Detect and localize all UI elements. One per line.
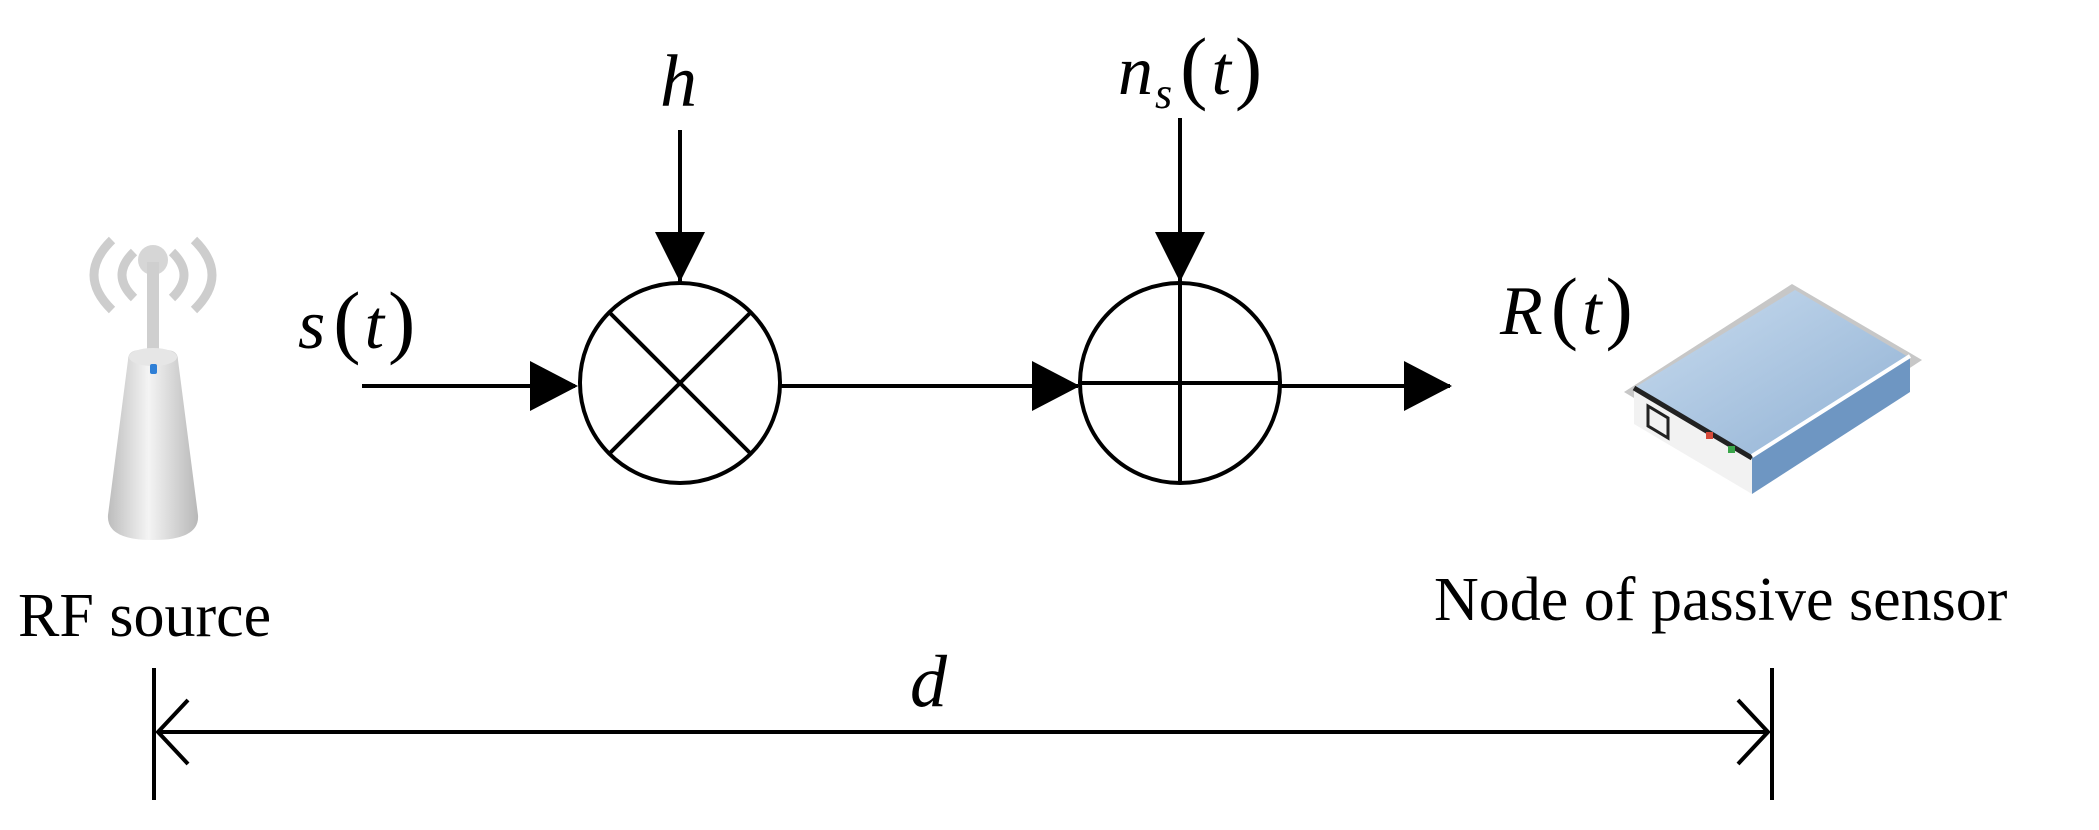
channel-gain-label: h (660, 41, 697, 123)
noise-label: ns(t) (1118, 21, 1262, 118)
distance-label: d (910, 641, 948, 723)
source-caption: RF source (18, 582, 271, 650)
output-signal-label: R(t) (1499, 261, 1633, 352)
sensor-device-icon (1624, 284, 1922, 494)
multiplier-symbol (578, 281, 782, 485)
sensor-caption: Node of passive sensor (1434, 566, 2008, 634)
input-signal-label: s(t) (298, 275, 415, 366)
adder-symbol (1078, 281, 1282, 485)
antenna-icon (89, 236, 217, 540)
